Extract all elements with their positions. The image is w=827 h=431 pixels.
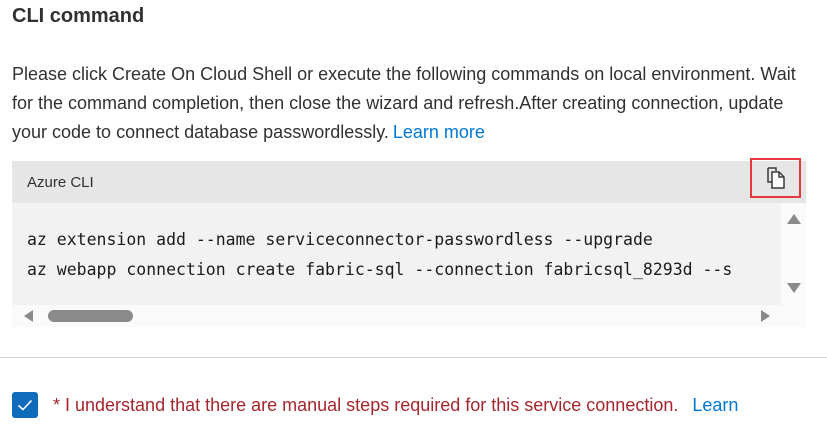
acknowledgement-learn-link[interactable]: Learn: [692, 394, 739, 415]
horizontal-scrollbar[interactable]: [12, 305, 806, 327]
code-content[interactable]: az extension add --name serviceconnector…: [12, 203, 781, 305]
scroll-left-arrow-icon[interactable]: [24, 310, 33, 322]
horizontal-scroll-thumb[interactable]: [48, 310, 133, 322]
description-body: Please click Create On Cloud Shell or ex…: [12, 64, 796, 142]
scroll-up-arrow-icon[interactable]: [787, 214, 801, 224]
code-block: Azure CLI az extension add --name servic…: [12, 158, 806, 327]
acknowledgement-checkbox[interactable]: [12, 392, 38, 418]
scroll-right-arrow-icon[interactable]: [761, 310, 770, 322]
copy-icon: [766, 167, 785, 189]
code-line-1: az extension add --name serviceconnector…: [27, 230, 653, 249]
learn-more-link[interactable]: Learn more: [392, 122, 485, 142]
code-line-2: az webapp connection create fabric-sql -…: [27, 260, 733, 279]
code-language-label: Azure CLI: [27, 174, 94, 191]
scroll-down-arrow-icon[interactable]: [787, 283, 801, 293]
description-text: Please click Create On Cloud Shell or ex…: [12, 60, 802, 147]
code-block-header: Azure CLI: [12, 158, 806, 203]
acknowledgement-label: * I understand that there are manual ste…: [53, 394, 679, 415]
section-title: CLI command: [12, 5, 145, 27]
acknowledgement-row: * I understand that there are manual ste…: [12, 391, 738, 419]
copy-button[interactable]: [750, 158, 801, 198]
vertical-scrollbar[interactable]: [781, 203, 806, 305]
checkmark-icon: [17, 399, 33, 411]
section-divider: [0, 357, 827, 358]
